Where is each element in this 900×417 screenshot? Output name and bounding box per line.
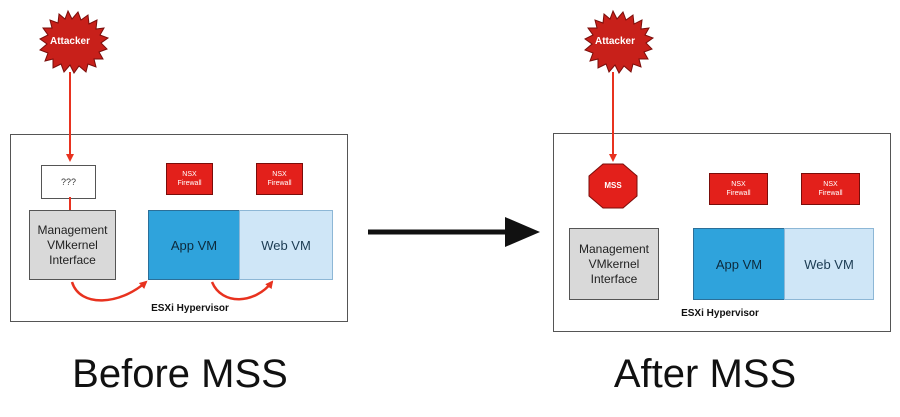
after-web-vm: Web VM: [784, 228, 874, 300]
after-attacker-label: Attacker: [594, 36, 636, 47]
stop-sign-icon: [588, 163, 638, 209]
before-app-vm: App VM: [148, 210, 240, 280]
before-attacker-starburst-icon: [39, 9, 110, 74]
before-web-vm: Web VM: [239, 210, 333, 280]
after-caption: After MSS: [613, 352, 797, 396]
after-attacker-starburst-icon: [584, 9, 655, 74]
before-management-to-app-arrow: [70, 280, 148, 302]
before-nsx-firewall-2: NSX Firewall: [256, 163, 303, 195]
unknown-component: ???: [41, 165, 96, 199]
after-management-vmkernel-interface: Management VMkernel Interface: [569, 228, 659, 300]
right-arrow-icon: [505, 217, 540, 247]
before-nsx-firewall-1: NSX Firewall: [166, 163, 213, 195]
after-esxi-hypervisor-label: ESXi Hypervisor: [681, 308, 759, 319]
before-app-to-web-arrow: [210, 280, 274, 301]
before-management-vmkernel-interface: Management VMkernel Interface: [29, 210, 116, 280]
before-caption: Before MSS: [72, 352, 288, 396]
after-nsx-firewall-1: NSX Firewall: [709, 173, 768, 205]
before-esxi-hypervisor-label: ESXi Hypervisor: [151, 303, 229, 314]
mss-label: MSS: [604, 181, 622, 190]
after-app-vm: App VM: [693, 228, 785, 300]
before-attacker-label: Attacker: [49, 36, 91, 47]
after-nsx-firewall-2: NSX Firewall: [801, 173, 860, 205]
